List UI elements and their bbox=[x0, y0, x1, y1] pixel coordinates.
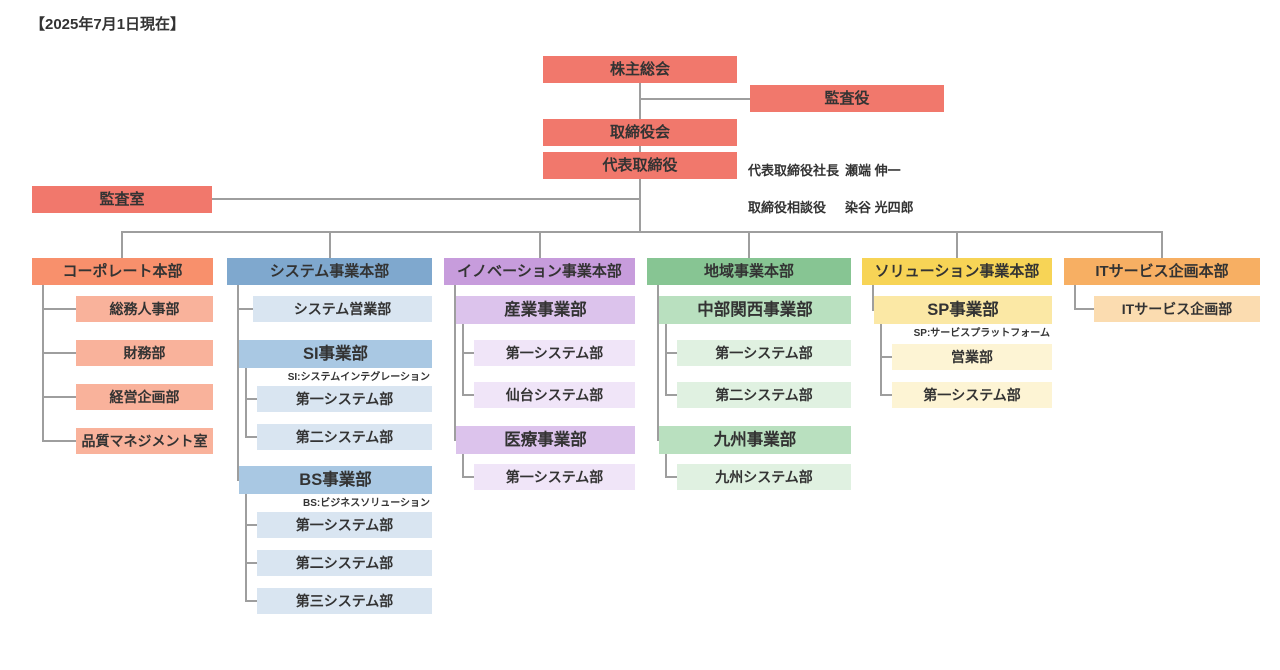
connector-line bbox=[462, 394, 474, 396]
connector-line bbox=[245, 368, 247, 437]
connector-line bbox=[462, 454, 464, 477]
org-box-division: SI事業部 bbox=[239, 340, 432, 368]
box-corporate-auditor: 監査役 bbox=[750, 85, 944, 112]
org-column-header: コーポレート本部 bbox=[32, 258, 213, 285]
org-box-division: 中部関西事業部 bbox=[659, 296, 851, 324]
org-box-department: 第二システム部 bbox=[257, 424, 432, 450]
executive-name: 染谷 光四郎 bbox=[845, 200, 914, 215]
executive-name: 瀬端 伸一 bbox=[845, 163, 901, 178]
connector-line bbox=[454, 284, 456, 440]
org-box-division: 産業事業部 bbox=[456, 296, 635, 324]
org-box-department: 第一システム部 bbox=[257, 512, 432, 538]
connector-line bbox=[880, 356, 892, 358]
connector-line bbox=[454, 439, 456, 441]
connector-line bbox=[880, 394, 892, 396]
connector-line bbox=[245, 436, 257, 438]
connector-line bbox=[956, 231, 958, 258]
executive-title: 代表取締役社長 bbox=[748, 163, 840, 178]
box-board-of-directors: 取締役会 bbox=[543, 119, 737, 146]
connector-line bbox=[245, 398, 257, 400]
connector-line bbox=[639, 83, 641, 119]
connector-line bbox=[212, 198, 639, 200]
org-box-department: 第一システム部 bbox=[474, 464, 635, 490]
connector-line bbox=[657, 284, 659, 440]
connector-line bbox=[42, 440, 76, 442]
date-label: 【2025年7月1日現在】 bbox=[30, 16, 186, 33]
org-box-department: 仙台システム部 bbox=[474, 382, 635, 408]
org-column-header: ITサービス企画本部 bbox=[1064, 258, 1260, 285]
org-column-header: イノベーション事業本部 bbox=[444, 258, 635, 285]
org-box-department: 財務部 bbox=[76, 340, 213, 366]
connector-line bbox=[872, 309, 874, 311]
connector-line bbox=[237, 479, 239, 481]
connector-line bbox=[1161, 231, 1163, 258]
org-box-department: 経営企画部 bbox=[76, 384, 213, 410]
executive-entry: 代表取締役社長 瀬端 伸一 bbox=[748, 160, 901, 179]
org-box-division: BS事業部 bbox=[239, 466, 432, 494]
connector-line bbox=[657, 439, 659, 441]
org-box-department: 第二システム部 bbox=[677, 382, 851, 408]
executive-entry: 取締役相談役 染谷 光四郎 bbox=[748, 197, 914, 216]
connector-line bbox=[665, 324, 667, 395]
org-box-division: 医療事業部 bbox=[456, 426, 635, 454]
connector-line bbox=[121, 231, 123, 258]
org-box-department: 第二システム部 bbox=[257, 550, 432, 576]
connector-line bbox=[462, 476, 474, 478]
org-column-header: システム事業本部 bbox=[227, 258, 432, 285]
box-audit-office: 監査室 bbox=[32, 186, 212, 213]
org-box-division: 九州事業部 bbox=[659, 426, 851, 454]
org-box-department: 総務人事部 bbox=[76, 296, 213, 322]
org-box-note: BS:ビジネスソリューション bbox=[302, 498, 430, 509]
org-box-department: 第一システム部 bbox=[677, 340, 851, 366]
connector-line bbox=[539, 231, 541, 258]
org-box-note: SI:システムインテグレーション bbox=[287, 372, 430, 383]
org-box-department: ITサービス企画部 bbox=[1094, 296, 1260, 322]
connector-line bbox=[665, 476, 677, 478]
connector-line bbox=[42, 352, 76, 354]
org-box-department: 九州システム部 bbox=[677, 464, 851, 490]
org-box-department: システム営業部 bbox=[253, 296, 432, 322]
connector-line bbox=[639, 146, 641, 152]
connector-line bbox=[237, 284, 239, 480]
connector-line bbox=[665, 454, 667, 477]
connector-line bbox=[872, 284, 874, 310]
connector-line bbox=[245, 562, 257, 564]
connector-line bbox=[1074, 308, 1094, 310]
connector-line bbox=[237, 308, 253, 310]
connector-line bbox=[42, 396, 76, 398]
org-box-department: 第三システム部 bbox=[257, 588, 432, 614]
org-box-department: 第一システム部 bbox=[474, 340, 635, 366]
org-box-note: SP:サービスプラットフォーム bbox=[913, 328, 1050, 339]
connector-line bbox=[880, 324, 882, 395]
box-shareholders-meeting: 株主総会 bbox=[543, 56, 737, 83]
connector-line bbox=[1074, 284, 1076, 309]
connector-line bbox=[665, 352, 677, 354]
org-box-department: 第一システム部 bbox=[257, 386, 432, 412]
connector-line bbox=[462, 352, 474, 354]
connector-line bbox=[121, 231, 1163, 233]
box-representative-director: 代表取締役 bbox=[543, 152, 737, 179]
connector-line bbox=[245, 524, 257, 526]
org-box-department: 営業部 bbox=[892, 344, 1052, 370]
org-box-department: 品質マネジメント室 bbox=[76, 428, 213, 454]
connector-line bbox=[462, 324, 464, 395]
connector-line bbox=[42, 284, 44, 441]
connector-line bbox=[42, 308, 76, 310]
executive-title: 取締役相談役 bbox=[748, 200, 827, 215]
connector-line bbox=[245, 494, 247, 601]
org-column-header: ソリューション事業本部 bbox=[862, 258, 1052, 285]
connector-line bbox=[329, 231, 331, 258]
connector-line bbox=[639, 179, 641, 233]
connector-line bbox=[639, 98, 750, 100]
connector-line bbox=[245, 600, 257, 602]
org-column-header: 地域事業本部 bbox=[647, 258, 851, 285]
connector-line bbox=[748, 231, 750, 258]
org-box-division: SP事業部 bbox=[874, 296, 1052, 324]
connector-line bbox=[665, 394, 677, 396]
org-box-department: 第一システム部 bbox=[892, 382, 1052, 408]
